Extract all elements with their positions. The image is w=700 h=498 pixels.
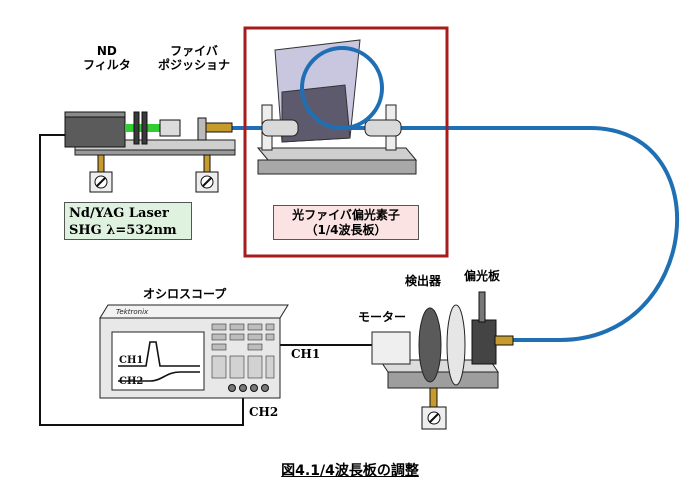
motor-body: [371, 331, 411, 365]
polarizer-element-label: 光ファイバ偏光素子 （1/4波長板）: [273, 205, 419, 240]
element-left-rod: [261, 119, 299, 137]
detector-disc: [418, 307, 442, 383]
lens-holder: [159, 119, 181, 137]
oscilloscope-label: オシロスコープ: [143, 287, 227, 301]
polarizer-disc: [446, 304, 466, 386]
fiber-positioner-label: ファイバ ポジッショナ: [158, 44, 231, 72]
scope-ch2-label: CH2: [119, 376, 143, 387]
ch1-label: CH1: [291, 347, 321, 361]
polarizer-label: 偏光板: [464, 269, 501, 283]
nd-filter-plate-1: [133, 111, 140, 145]
nd-filter-plate-2: [141, 111, 148, 145]
laser-head-top: [64, 111, 126, 118]
polarizer-element-frame: [243, 26, 449, 258]
scope-ch1-input: [228, 384, 236, 392]
polarizer-post: [478, 291, 486, 323]
element-right-rod: [364, 119, 402, 137]
scope-buttons: [211, 323, 275, 379]
fiber-input-connector: [494, 335, 514, 346]
fiber-connector: [205, 122, 233, 133]
laser-assembly: [64, 111, 236, 193]
oscilloscope: Tektronix CH1 CH2: [99, 304, 289, 399]
fiber-positioner: [197, 117, 207, 141]
detector-base-front: [387, 371, 499, 389]
detector-label: 検出器: [405, 274, 442, 288]
laser-label: Nd/YAG Laser SHG λ=532nm: [64, 202, 192, 240]
scope-trace-ch2: [118, 371, 200, 382]
laser-post-left: [97, 154, 105, 174]
detector-post: [429, 387, 438, 409]
element-base-front: [257, 159, 417, 175]
laser-rail-side: [74, 149, 236, 156]
fiber-polarizer-element: [256, 39, 418, 175]
nd-filter-label: ND フィルタ: [83, 44, 131, 72]
scope-trace-ch1: [118, 341, 200, 367]
scope-ch1-label: CH1: [119, 355, 143, 366]
ch2-cable: [39, 134, 244, 426]
laser-post-right: [203, 154, 211, 174]
scope-brand: Tektronix: [116, 308, 149, 316]
motor-label: モーター: [358, 310, 407, 324]
figure-caption: 図4.1/4波長板の調整: [281, 463, 419, 479]
scope-ch2-input: [239, 384, 247, 392]
ch2-label: CH2: [249, 405, 279, 419]
fiber-loop: [300, 46, 384, 130]
detector-assembly: [371, 291, 514, 430]
laser-head: [64, 114, 126, 148]
optical-fiber: [232, 126, 680, 342]
polarizer-holder: [471, 319, 497, 365]
